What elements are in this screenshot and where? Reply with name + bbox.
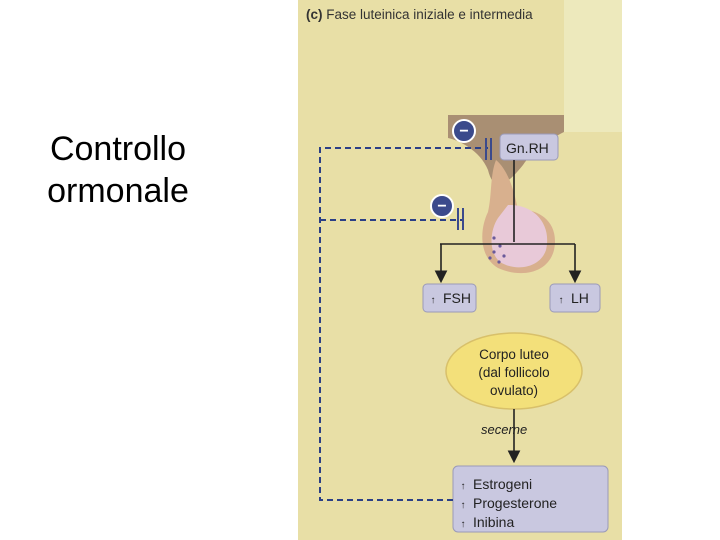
hormone-name: Inibina [473,514,515,530]
fsh-label-wrap: ↑ FSH [428,290,472,306]
corpus-luteum-label: Corpo luteo (dal follicolo ovulato) [448,346,580,400]
fsh-box [422,283,477,313]
hormone-granules [488,236,506,264]
oval-line3: ovulato) [489,383,539,398]
hormone-item: ↑ Estrogeni [458,476,557,495]
hormone-name: Progesterone [473,495,558,511]
top-right-panel [564,0,622,132]
lh-label-wrap: ↑ LH [556,290,589,306]
inhibition-circle-hypothalamus [452,119,476,143]
hormone-item: ↑ Inibina [458,514,557,533]
panel-title: (c) Fase luteinica iniziale e intermedia [306,7,533,22]
inhibition-minus-2: − [437,198,446,215]
secerne-label: secerne [481,422,528,437]
hormone-level-arrow: ↑ [460,519,466,530]
oval-line2: (dal follicolo [478,365,550,380]
oval-line1: Corpo luteo [479,347,549,362]
hormone-level-arrow: ↑ [460,481,466,492]
inhibition-minus-1: − [459,123,468,140]
lh-level-arrow: ↑ [558,295,564,306]
gnrh-box [499,133,559,161]
anterior-pituitary [491,204,548,268]
luteal-phase-diagram: − − (c) Fase luteinica iniziale e interm… [298,0,622,540]
hormone-level-arrow: ↑ [460,500,466,511]
panel-title-text: Fase luteinica iniziale e intermedia [326,7,533,22]
fsh-level-arrow: ↑ [430,295,436,306]
inhibition-circle-pituitary [430,194,454,218]
hormone-item: ↑ Progesterone [458,495,558,514]
panel-letter: (c) [306,7,323,22]
negative-feedback-lines [319,147,488,501]
hormone-name: Estrogeni [473,476,533,492]
fsh-label: FSH [443,290,471,306]
diagram-graphics: − − [319,0,622,533]
lh-box [549,283,601,313]
lh-label: LH [571,290,589,306]
slide-title-line1: Controllo [49,130,187,168]
slide-title: Controllo ormonale [18,128,218,212]
slide-title-line2: ormonale [47,172,189,210]
gnrh-label: Gn.RH [506,140,549,156]
inhibition-bars [457,138,492,230]
hormone-list: ↑ Estrogeni ↑ Progesterone ↑ Inibina [458,476,558,533]
